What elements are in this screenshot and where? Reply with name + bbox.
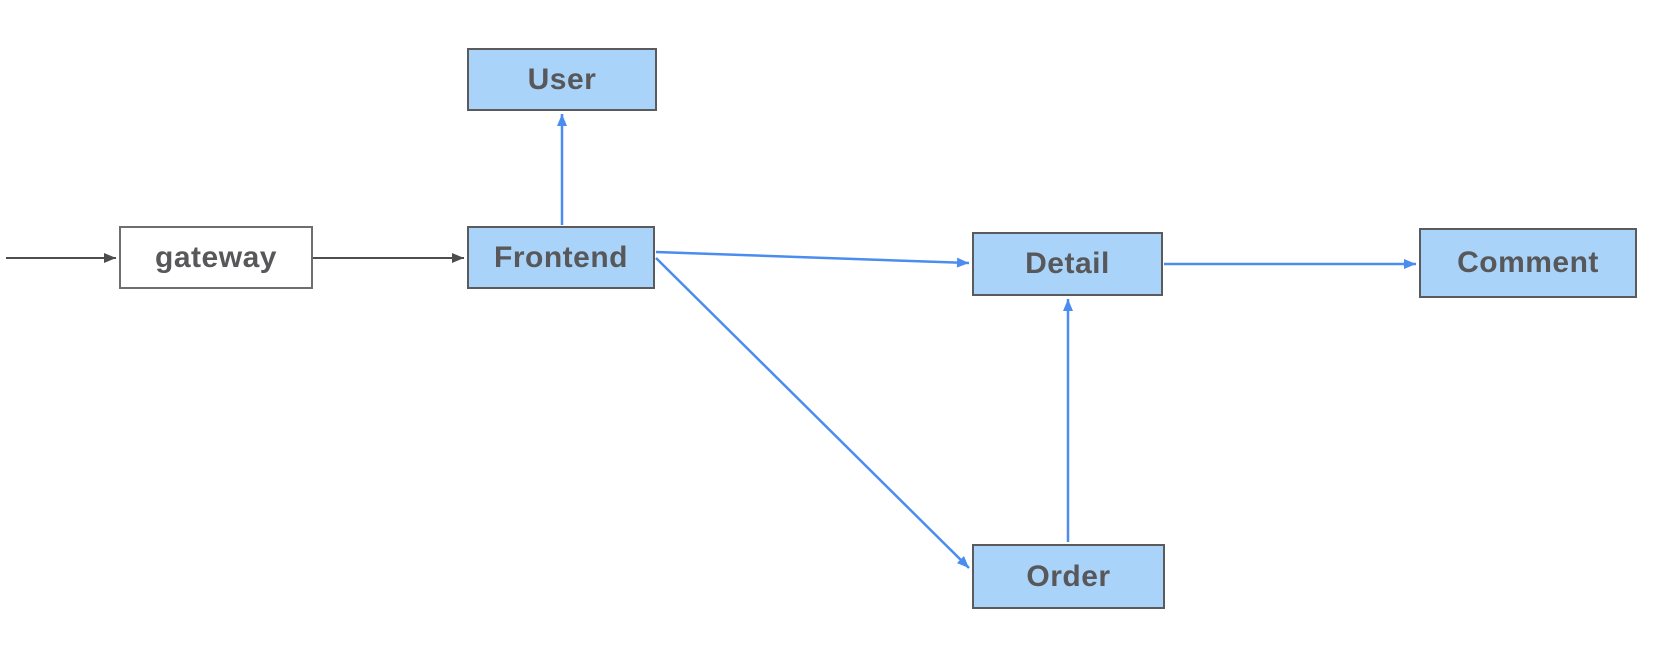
node-frontend: Frontend — [467, 226, 655, 289]
node-comment-label: Comment — [1457, 246, 1599, 279]
node-user-label: User — [527, 62, 597, 96]
node-order-label: Order — [1026, 559, 1111, 593]
edge-frontend-detail — [655, 250, 970, 268]
edge-frontend-order — [655, 257, 970, 569]
node-gateway-label: gateway — [155, 240, 277, 274]
node-comment: Comment — [1419, 228, 1637, 298]
node-user: User — [467, 48, 657, 111]
node-detail: Detail — [972, 232, 1163, 296]
node-detail-label: Detail — [1025, 247, 1110, 280]
node-order: Order — [972, 544, 1165, 609]
node-frontend-label: Frontend — [494, 240, 628, 274]
node-gateway: gateway — [119, 226, 313, 289]
